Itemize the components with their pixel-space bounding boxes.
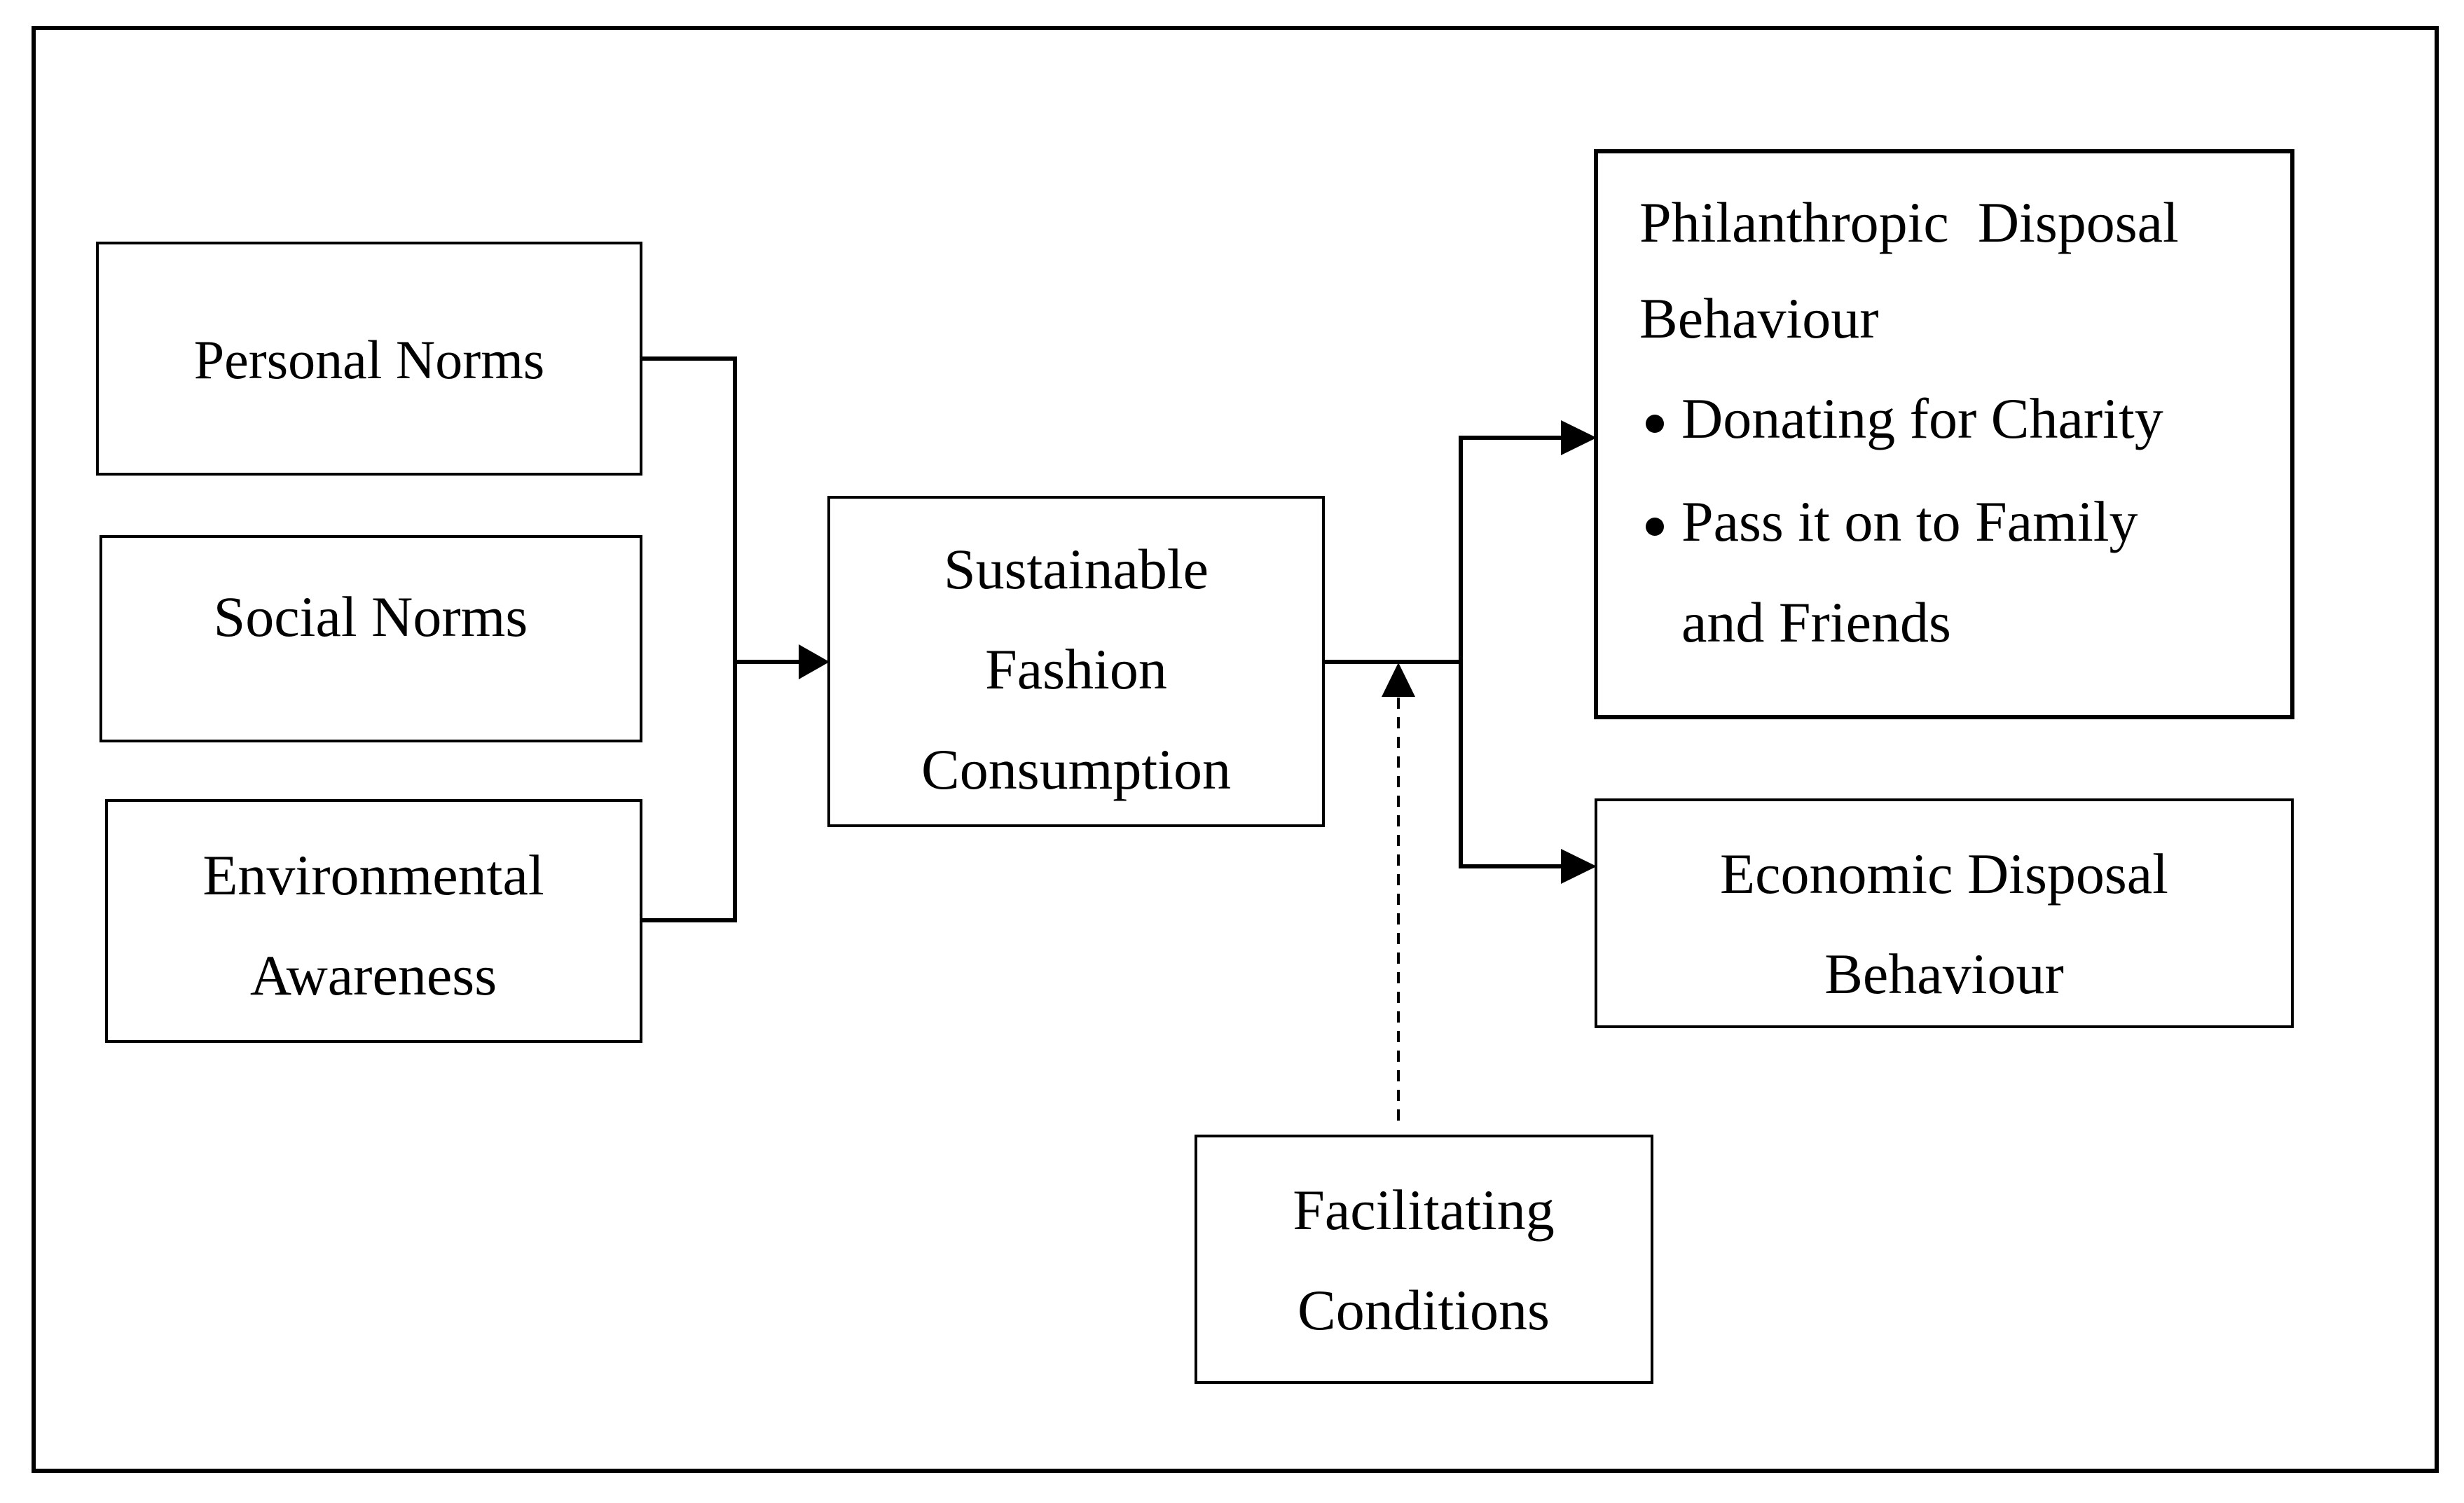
philanthropic-disposal-box [1594, 149, 2294, 719]
philanthropic-disposal-node: Philanthropic Disposal Behaviour Donatin… [1594, 149, 2294, 719]
sustainable-fashion-consumption-line-1: Sustainable [944, 537, 1209, 601]
outer-frame [32, 26, 2439, 1473]
environmental-awareness-node: Environmental Awareness [105, 799, 642, 1043]
facilitating-conditions-box [1195, 1135, 1653, 1384]
philanthropic-disposal-title-line-2: Behaviour [1639, 286, 1879, 350]
environmental-awareness-line-1: Environmental [202, 843, 544, 907]
personal-norms-label: Personal Norms [194, 329, 544, 390]
economic-disposal-line-2: Behaviour [1824, 942, 2064, 1006]
economic-disposal-line-1: Economic Disposal [1720, 842, 2168, 906]
philanthropic-bullet-2-continuation: and Friends [1681, 590, 1951, 654]
sustainable-fashion-consumption-line-2: Fashion [985, 637, 1167, 701]
arrow-to-philanthropic-arrowhead [1561, 420, 1597, 455]
bullet-icon [1646, 415, 1664, 433]
social-norms-box [99, 535, 642, 742]
philanthropic-disposal-title-line-1: Philanthropic Disposal [1639, 191, 2179, 254]
economic-disposal-box [1595, 798, 2294, 1028]
facilitating-conditions-line-2: Conditions [1298, 1278, 1550, 1342]
bullet-icon [1646, 518, 1664, 536]
economic-disposal-node: Economic Disposal Behaviour [1595, 798, 2294, 1028]
social-norms-label: Social Norms [214, 585, 528, 649]
philanthropic-bullet-1: Donating for Charity [1681, 387, 2163, 450]
outputs-connector-bracket [1459, 436, 1562, 868]
environmental-awareness-line-2: Awareness [250, 943, 497, 1007]
inputs-connector-bracket [641, 356, 737, 922]
social-norms-node: Social Norms [99, 535, 642, 742]
personal-norms-node: Personal Norms [96, 242, 642, 476]
moderator-arrowhead [1382, 663, 1415, 697]
facilitating-conditions-node: Facilitating Conditions [1195, 1135, 1653, 1384]
facilitating-conditions-line-1: Facilitating [1293, 1178, 1554, 1242]
sustainable-fashion-consumption-line-3: Consumption [921, 737, 1231, 801]
sustainable-fashion-consumption-node: Sustainable Fashion Consumption [827, 496, 1325, 827]
inputs-to-consumption-arrowhead [799, 644, 830, 679]
philanthropic-bullet-2: Pass it on to Family [1681, 490, 2138, 553]
arrow-to-economic-arrowhead [1561, 849, 1597, 884]
